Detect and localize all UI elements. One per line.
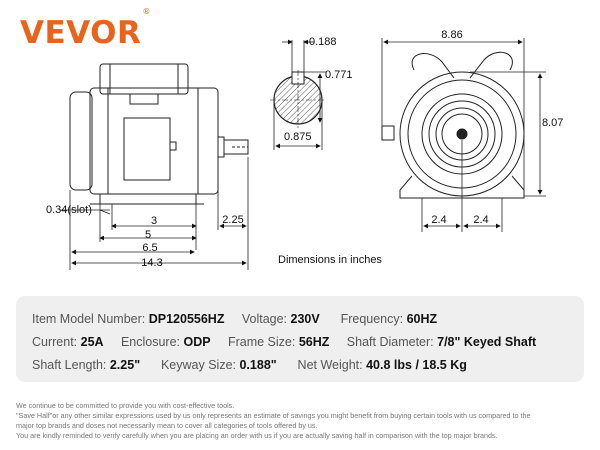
dim-2-25: 2.25 <box>222 214 243 226</box>
dim-14-3: 14.3 <box>141 257 162 269</box>
spec-keyway-size: 0.188" <box>239 358 277 372</box>
shaft-dimensions <box>273 39 326 150</box>
disclaimer-line: major top brands and doses not necessari… <box>16 421 318 431</box>
front-dimensions <box>381 38 546 232</box>
dim-6-5: 6.5 <box>142 242 157 254</box>
spec-shaft-length: 2.25" <box>109 358 141 372</box>
dim-2-4-left: 2.4 <box>431 214 446 226</box>
spec-row-2: Current: 25A Enclosure: ODP Frame Size: … <box>32 335 536 349</box>
spec-model-number: DP120556HZ <box>148 312 225 326</box>
spec-label: Frame Size: <box>227 335 296 349</box>
dim-slot: 0.34(slot) <box>46 204 92 216</box>
dim-0-875: 0.875 <box>284 131 312 143</box>
spec-panel <box>16 296 584 382</box>
dim-0-771: 0.771 <box>325 69 353 81</box>
dimension-drawing: 0.34(slot) 3 5 6.5 14.3 2.25 0.188 0.771… <box>46 29 563 270</box>
dim-8-86: 8.86 <box>441 29 462 41</box>
spec-shaft-diameter: 7/8" Keyed Shaft <box>437 335 537 349</box>
dim-5: 5 <box>145 229 151 241</box>
disclaimer-line: "Save Half"or any other similar expressi… <box>16 411 531 421</box>
spec-net-weight: 40.8 lbs / 18.5 Kg <box>366 358 467 372</box>
spec-row-1: Item Model Number: DP120556HZ Voltage: 2… <box>32 312 437 326</box>
side-view <box>69 63 249 205</box>
spec-frequency: 60HZ <box>406 312 438 326</box>
disclaimer-line: We continue to be committed to provide y… <box>16 401 235 410</box>
spec-label: Keyway Size: <box>160 358 236 372</box>
front-view <box>381 51 525 199</box>
side-dimensions <box>60 157 249 270</box>
spec-label: Item Model Number: <box>32 312 146 326</box>
spec-current: 25A <box>80 335 104 349</box>
dim-8-07: 8.07 <box>542 117 563 129</box>
spec-label: Shaft Diameter: <box>346 335 434 349</box>
spec-frame-size: 56HZ <box>298 335 330 349</box>
spec-label: Net Weight: <box>297 358 363 372</box>
dim-3: 3 <box>151 215 157 227</box>
spec-label: Voltage: <box>241 312 288 326</box>
spec-label: Enclosure: <box>120 335 181 349</box>
brand-name: VEVOR <box>20 15 142 51</box>
disclaimer-line: You are kindly reminded to verify carefu… <box>16 431 498 441</box>
spec-label: Frequency: <box>340 312 404 326</box>
spec-enclosure: ODP <box>183 335 211 349</box>
spec-voltage: 230V <box>290 312 320 326</box>
registered-mark: ® <box>142 6 151 16</box>
disclaimer: We continue to be committed to provide y… <box>16 401 588 441</box>
vevor-logo: VEVOR® <box>20 7 150 51</box>
spec-row-3: Shaft Length: 2.25" Keyway Size: 0.188" … <box>32 358 467 372</box>
dim-0-188: 0.188 <box>309 36 337 48</box>
shaft-section <box>270 70 326 130</box>
dimensions-caption: Dimensions in inches <box>278 254 382 266</box>
spec-label: Current: <box>32 335 78 349</box>
spec-label: Shaft Length: <box>32 358 107 372</box>
dim-2-4-right: 2.4 <box>473 214 488 226</box>
